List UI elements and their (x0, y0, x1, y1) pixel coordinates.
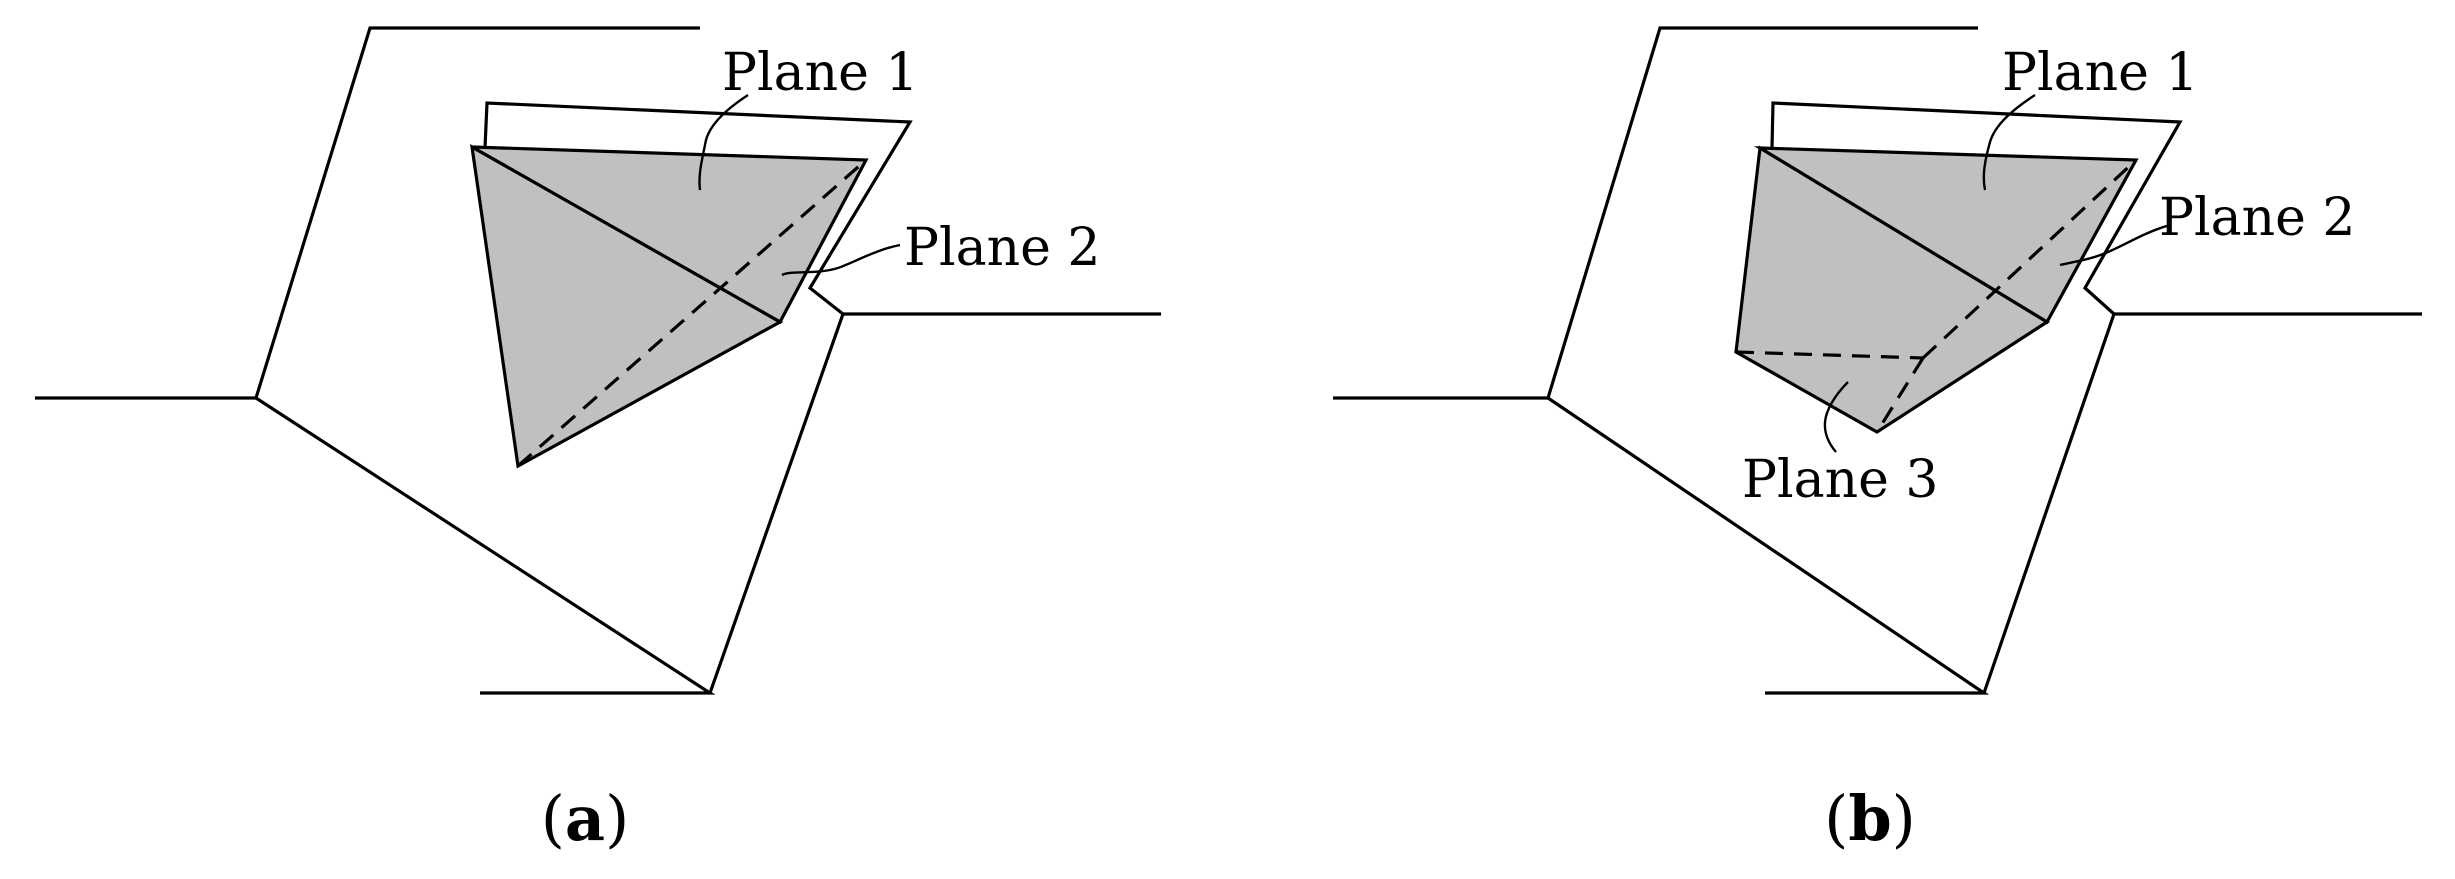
hidden-edge-b3 (1875, 357, 1925, 433)
wedge-b (1734, 145, 2139, 434)
plane-1-label-a: Plane 1 (722, 43, 919, 103)
plane-2-label-a: Plane 2 (904, 218, 1101, 278)
wedge-front-face-a (469, 143, 784, 469)
panel-caption-a: (a) (541, 782, 630, 855)
plane-2-label-b: Plane 2 (2159, 188, 2356, 248)
hidden-edge-b2 (1735, 350, 1924, 360)
panel-a: Plane 1 Plane 2 (a) (35, 26, 1161, 855)
panel-caption-b: (b) (1824, 782, 1916, 855)
plane-3-label-b: Plane 3 (1742, 450, 1939, 510)
leader-plane-2-a (781, 243, 901, 277)
slope-outline-a (35, 26, 1161, 695)
leaders-a (698, 93, 901, 277)
leader-plane-3-b (1823, 381, 1849, 453)
leaders-b (1823, 93, 2171, 453)
leader-plane-1-a (698, 93, 749, 191)
leader-plane-2-b (2059, 223, 2171, 267)
hidden-edge-a (516, 158, 868, 468)
wedge-a (469, 143, 869, 469)
leader-plane-1-b (1982, 93, 2036, 191)
panel-b: Plane 1 Plane 2 Plane 3 (b) (1333, 26, 2422, 855)
plane-1-label-b: Plane 1 (2002, 43, 2199, 103)
slope-outline-b (1333, 26, 2422, 695)
hidden-edge-b1 (1921, 158, 2138, 360)
